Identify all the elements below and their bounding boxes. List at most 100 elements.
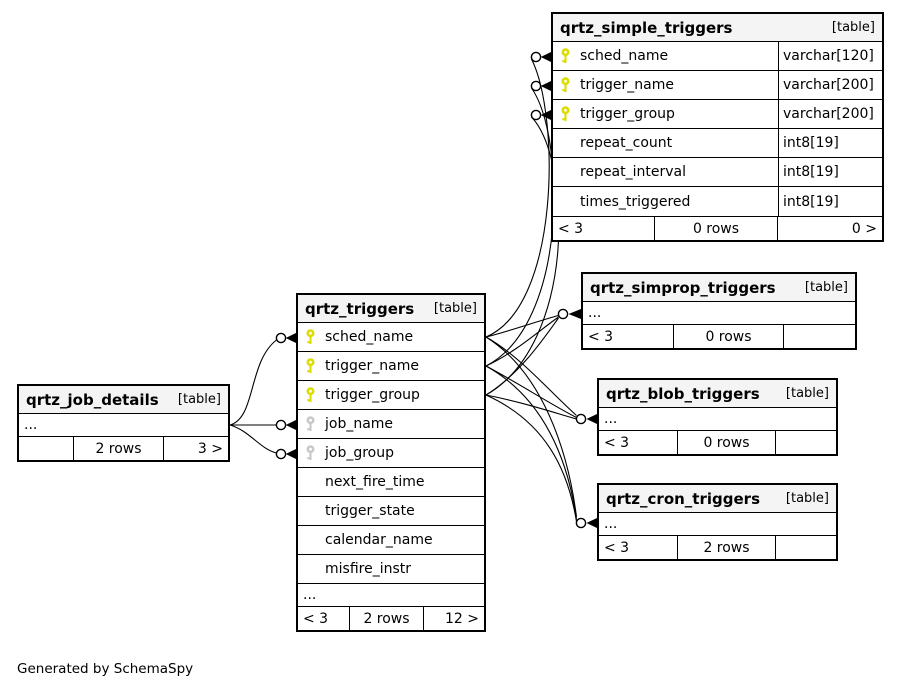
column-row: trigger_group varchar[200]	[553, 100, 882, 129]
column-row: trigger_group	[298, 381, 484, 410]
primary-key-icon	[305, 387, 325, 403]
column-row: trigger_state	[298, 497, 484, 526]
column-row: repeat_count int8[19]	[553, 129, 882, 158]
circle-marker	[575, 517, 587, 529]
table-title[interactable]: qrtz_cron_triggers	[606, 489, 760, 508]
table-qrtz-simple-triggers[interactable]: qrtz_simple_triggers [table] sched_name …	[551, 12, 884, 242]
table-title[interactable]: qrtz_simprop_triggers	[590, 278, 776, 297]
edge-triggers-simple-sched	[485, 58, 550, 338]
footer-row-count: 2 rows	[678, 536, 776, 559]
table-title[interactable]: qrtz_triggers	[305, 299, 415, 318]
table-footer: < 3 0 rows	[583, 324, 855, 348]
column-name: sched_name	[325, 329, 414, 345]
column-row: misfire_instr	[298, 555, 484, 584]
table-header[interactable]: qrtz_triggers [table]	[298, 295, 484, 323]
foreign-key-icon	[305, 416, 325, 432]
crowfoot-marker	[285, 420, 296, 430]
edge-triggers-simprop-1	[485, 314, 559, 338]
table-title[interactable]: qrtz_simple_triggers	[560, 18, 733, 37]
column-row: job_name	[298, 410, 484, 439]
column-name: next_fire_time	[325, 474, 425, 490]
edge-triggers-cron-1	[485, 336, 578, 518]
table-header[interactable]: qrtz_job_details [table]	[19, 386, 228, 414]
hidden-columns-ellipsis: ...	[604, 411, 618, 427]
column-row: calendar_name	[298, 526, 484, 555]
footer-prev-columns[interactable]: < 3	[599, 431, 678, 454]
primary-key-icon	[305, 358, 325, 374]
circle-marker	[275, 448, 287, 460]
generated-by-note: Generated by SchemaSpy	[17, 661, 194, 677]
footer-prev-columns[interactable]: < 3	[553, 217, 655, 240]
column-row: sched_name	[298, 323, 484, 352]
circle-marker	[557, 308, 569, 320]
table-header[interactable]: qrtz_blob_triggers [table]	[599, 380, 836, 408]
column-name: trigger_group	[325, 387, 420, 403]
column-name: repeat_count	[580, 135, 673, 151]
circle-marker	[530, 51, 542, 63]
footer-row-count: 2 rows	[74, 437, 164, 460]
column-name: sched_name	[580, 48, 669, 64]
table-type-tag: [table]	[785, 386, 829, 401]
crowfoot-marker	[586, 518, 597, 528]
column-row: repeat_interval int8[19]	[553, 158, 882, 187]
table-type-tag: [table]	[433, 301, 477, 316]
edge-triggers-blob-1	[485, 336, 577, 416]
column-type: varchar[120]	[778, 42, 882, 70]
footer-next-columns	[776, 536, 836, 559]
crowfoot-marker	[540, 81, 551, 91]
footer-row-count: 0 rows	[655, 217, 778, 240]
primary-key-icon	[560, 48, 580, 64]
edge-triggers-simprop-2	[485, 316, 559, 367]
primary-key-icon	[560, 106, 580, 122]
hidden-columns-ellipsis: ...	[24, 417, 38, 433]
column-row: trigger_name varchar[200]	[553, 71, 882, 100]
edge-triggers-cron-2	[485, 365, 578, 520]
column-name: trigger_group	[580, 106, 675, 122]
column-row: trigger_name	[298, 352, 484, 381]
column-type: varchar[200]	[778, 71, 882, 99]
table-header[interactable]: qrtz_simple_triggers [table]	[553, 14, 882, 42]
table-type-tag: [table]	[804, 280, 848, 295]
primary-key-icon	[305, 329, 325, 345]
crowfoot-marker	[586, 414, 597, 424]
footer-next-columns[interactable]: 3 >	[197, 440, 223, 457]
column-name: job_name	[325, 416, 394, 432]
circle-marker	[530, 80, 542, 92]
foreign-key-icon	[305, 445, 325, 461]
column-type: int8[19]	[778, 158, 882, 186]
footer-next-columns[interactable]: 12 >	[445, 610, 479, 627]
column-name: times_triggered	[580, 193, 691, 210]
table-header[interactable]: qrtz_simprop_triggers [table]	[583, 274, 855, 302]
crowfoot-marker	[568, 309, 581, 319]
column-row: sched_name varchar[120]	[553, 42, 882, 71]
edge-triggers-blob-3	[485, 394, 577, 420]
primary-key-icon	[560, 77, 580, 93]
table-header[interactable]: qrtz_cron_triggers [table]	[599, 485, 836, 513]
footer-prev-columns[interactable]: < 3	[599, 536, 678, 559]
circle-marker	[275, 419, 287, 431]
footer-next-columns[interactable]: 0 >	[851, 220, 877, 237]
footer-row-count: 2 rows	[350, 607, 424, 630]
table-footer: < 3 2 rows	[599, 535, 836, 559]
hidden-columns-ellipsis: ...	[588, 305, 602, 321]
circle-marker	[575, 413, 587, 425]
crowfoot-marker	[540, 52, 551, 62]
footer-next-columns	[776, 431, 836, 454]
column-type: int8[19]	[778, 129, 882, 157]
footer-prev-columns[interactable]: < 3	[298, 607, 350, 630]
table-qrtz-job-details[interactable]: qrtz_job_details [table] ... 2 rows 3 >	[17, 384, 230, 462]
column-name: repeat_interval	[580, 164, 687, 180]
crowfoot-marker	[540, 110, 551, 120]
table-type-tag: [table]	[785, 491, 829, 506]
footer-prev-columns[interactable]: < 3	[583, 325, 674, 348]
table-title[interactable]: qrtz_job_details	[26, 390, 159, 409]
column-name: job_group	[325, 445, 395, 461]
table-title[interactable]: qrtz_blob_triggers	[606, 384, 760, 403]
edge-triggers-simprop-3	[485, 317, 559, 396]
table-qrtz-simprop-triggers[interactable]: qrtz_simprop_triggers [table] ... < 3 0 …	[581, 272, 857, 350]
table-qrtz-triggers[interactable]: qrtz_triggers [table] sched_name trigger…	[296, 293, 486, 632]
edge-triggers-simple-group	[485, 116, 560, 396]
table-qrtz-cron-triggers[interactable]: qrtz_cron_triggers [table] ... < 3 2 row…	[597, 483, 838, 561]
footer-prev-columns	[19, 437, 74, 460]
table-qrtz-blob-triggers[interactable]: qrtz_blob_triggers [table] ... < 3 0 row…	[597, 378, 838, 456]
